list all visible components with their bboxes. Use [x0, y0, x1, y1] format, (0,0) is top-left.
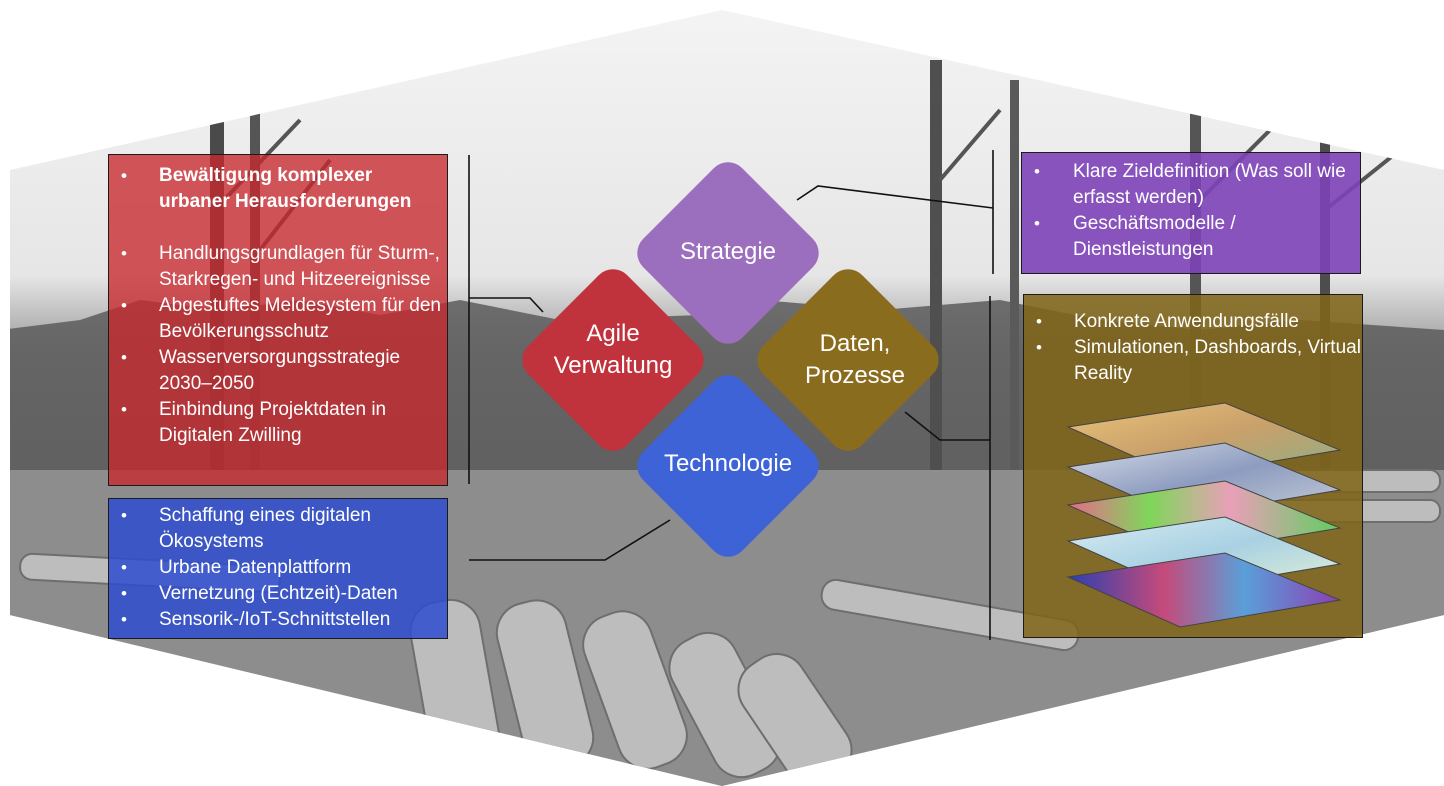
- list-item: Einbindung Projektdaten in Digitalen Zwi…: [109, 397, 447, 449]
- list-item: Bewältigung komplexer urbaner Herausford…: [109, 163, 447, 215]
- list-item: Vernetzung (Echtzeit)-Daten: [109, 581, 447, 607]
- list-item: Schaffung eines digitalen Ökosystems: [109, 503, 447, 555]
- list-item: Handlungsgrundlagen für Sturm-, Starkreg…: [109, 241, 447, 293]
- list-item: Sensorik-/IoT-Schnittstellen: [109, 607, 447, 633]
- list-item: Klare Zieldefinition (Was soll wie erfas…: [1022, 159, 1360, 211]
- diamond-technologie-label: Technologie: [663, 450, 793, 477]
- list-item: Simulationen, Dashboards, Virtual Realit…: [1024, 335, 1362, 387]
- technologie-box: Schaffung eines digitalen Ökosystems Urb…: [108, 498, 448, 639]
- diamond-strategie-label: Strategie: [679, 238, 777, 265]
- agile-verwaltung-box: Bewältigung komplexer urbaner Herausford…: [108, 154, 448, 486]
- strategie-box: Klare Zieldefinition (Was soll wie erfas…: [1021, 152, 1361, 274]
- map-layers-illustration: [1066, 402, 1342, 628]
- list-item: Urbane Datenplattform: [109, 555, 447, 581]
- diamond-daten-prozesse-label: Daten, Prozesse: [804, 330, 906, 389]
- list-item: Geschäftsmodelle / Dienstleistungen: [1022, 211, 1360, 263]
- map-layer-5: [1066, 552, 1342, 628]
- list-item: Wasserversorgungsstrategie 2030–2050: [109, 345, 447, 397]
- list-item: Konkrete Anwendungsfälle: [1024, 309, 1362, 335]
- diamond-agile-verwaltung-label: Agile Verwaltung: [553, 320, 673, 379]
- list-item: Abgestuftes Meldesystem für den Bevölker…: [109, 293, 447, 345]
